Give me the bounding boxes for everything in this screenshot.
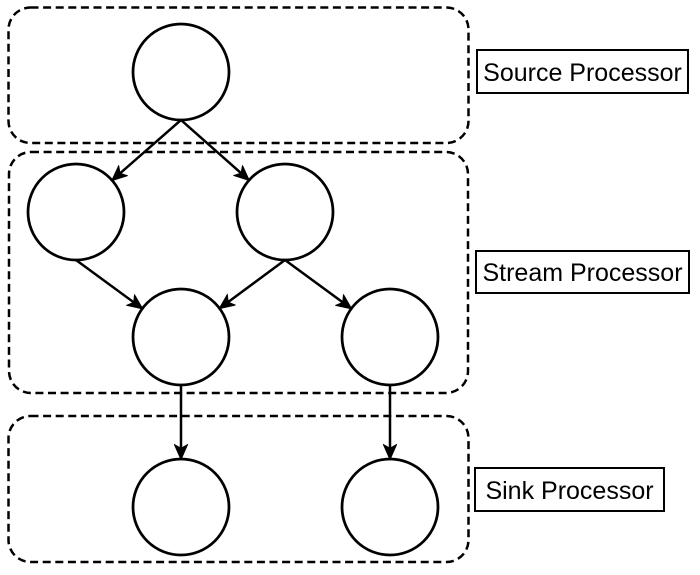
source-processor-label: Source Processor [476,49,689,94]
sink-processor-label: Sink Processor [474,467,665,512]
stream-node-3 [131,287,231,387]
edge-source-to-stream-1 [112,119,182,180]
stream-processor-label-text: Stream Processor [482,259,682,287]
source-node [131,22,231,122]
stream-processor-label-box [475,250,690,294]
stream-node-1 [26,162,126,262]
source-processor-label-box [476,49,689,94]
sink-node-2 [340,457,440,557]
stream-node-4 [340,287,440,387]
sink-node-1 [131,457,231,557]
edge-stream-2-to-stream-3 [220,258,286,308]
source-processor-label-text: Source Processor [483,59,682,87]
edge-stream-2-to-stream-4 [284,258,351,309]
stream-processor-label: Stream Processor [475,250,690,294]
edge-source-to-stream-2 [180,119,249,180]
source-processor-group-box [7,6,470,145]
sink-processor-label-text: Sink Processor [485,477,653,505]
sink-processor-group-box [7,414,470,564]
edge-stream-1-to-stream-3 [75,258,142,309]
sink-processor-label-box [474,467,665,512]
stream-processor-group-box [7,150,470,395]
stream-node-2 [235,162,335,262]
